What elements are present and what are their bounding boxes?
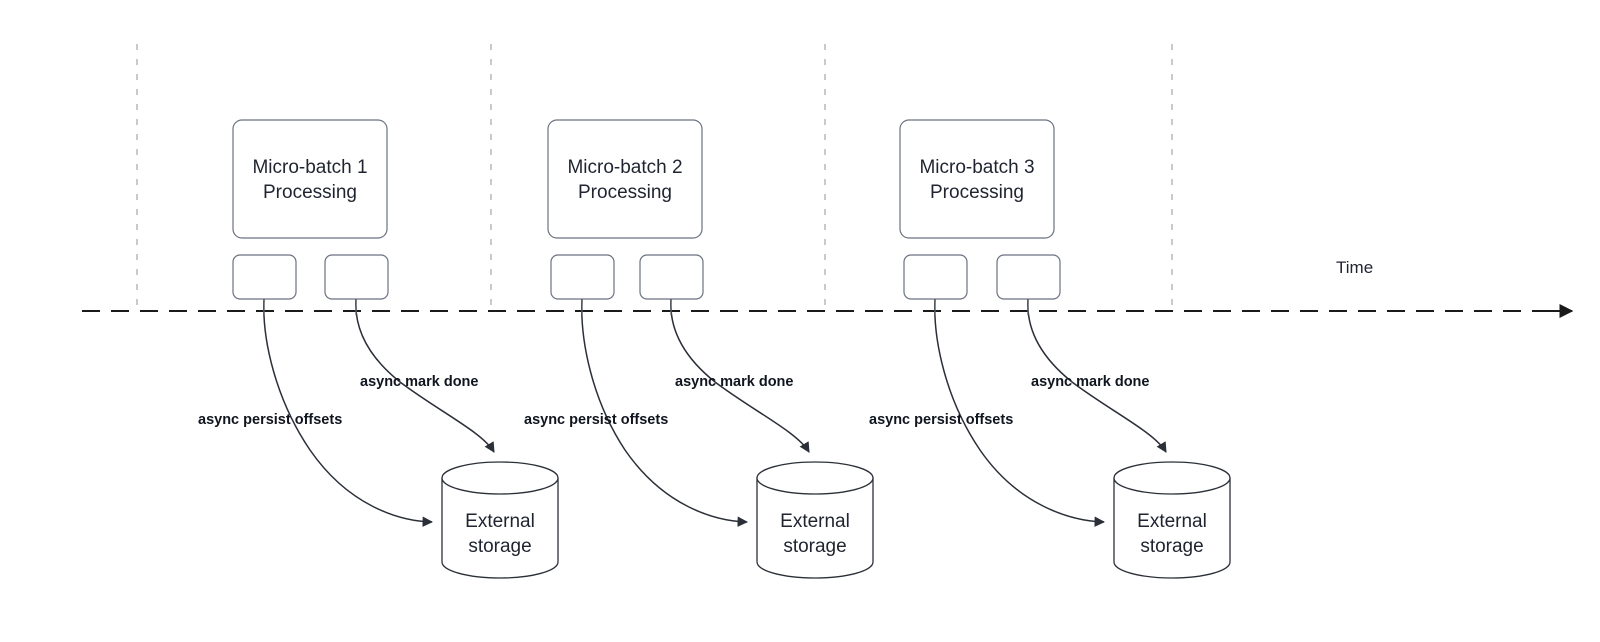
external-storage-1[interactable]: External storage (441, 461, 559, 579)
mark-done-task-box-3[interactable] (996, 254, 1061, 300)
group-1: Micro-batch 1 Processing async persist o… (198, 119, 559, 579)
external-storage-3-top (1113, 461, 1231, 495)
external-storage-2-top (756, 461, 874, 495)
group-3: Micro-batch 3 Processing async persist o… (869, 119, 1231, 579)
external-storage-2[interactable]: External storage (756, 461, 874, 579)
micro-batch-3-box[interactable]: Micro-batch 3 Processing (899, 119, 1055, 239)
micro-batch-2-label-line1: Micro-batch 2 (567, 157, 682, 178)
external-storage-3-body[interactable] (1113, 477, 1231, 579)
micro-batch-2-box[interactable]: Micro-batch 2 Processing (547, 119, 703, 239)
external-storage-1-body[interactable] (441, 477, 559, 579)
persist-task-box-1[interactable] (232, 254, 297, 300)
persist-offsets-label-1: async persist offsets (198, 412, 342, 428)
micro-batch-1-box[interactable]: Micro-batch 1 Processing (232, 119, 388, 239)
mark-done-label-1: async mark done (360, 374, 478, 390)
micro-batch-3-label-line2: Processing (930, 182, 1024, 203)
external-storage-2-label-line2: storage (783, 536, 846, 557)
micro-batch-1-label-line1: Micro-batch 1 (252, 157, 367, 178)
micro-batch-1-label-line2: Processing (263, 182, 357, 203)
external-storage-3-label-line1: External (1137, 511, 1207, 532)
persist-task-box-2[interactable] (550, 254, 615, 300)
persist-offsets-arrow-2 (581, 298, 749, 527)
persist-offsets-label-2: async persist offsets (524, 412, 668, 428)
external-storage-3-label-line2: storage (1140, 536, 1203, 557)
external-storage-1-label-line2: storage (468, 536, 531, 557)
micro-batch-2-label-line2: Processing (578, 182, 672, 203)
external-storage-3[interactable]: External storage (1113, 461, 1231, 579)
mark-done-task-box-1[interactable] (324, 254, 389, 300)
persist-offsets-arrow-1 (263, 298, 434, 527)
micro-batch-3-rect[interactable] (899, 119, 1055, 239)
external-storage-1-label-line1: External (465, 511, 535, 532)
mark-done-label-3: async mark done (1031, 374, 1149, 390)
persist-offsets-arrow-3 (934, 298, 1106, 527)
mark-done-arrow-1 (355, 298, 495, 453)
micro-batch-3-label-line1: Micro-batch 3 (919, 157, 1034, 178)
mark-done-label-2: async mark done (675, 374, 793, 390)
mark-done-arrow-2 (670, 298, 810, 453)
mark-done-arrow-3 (1027, 298, 1167, 453)
persist-offsets-label-3: async persist offsets (869, 412, 1013, 428)
external-storage-1-top (441, 461, 559, 495)
persist-task-box-3[interactable] (903, 254, 968, 300)
external-storage-2-label-line1: External (780, 511, 850, 532)
group-2: Micro-batch 2 Processing async persist o… (524, 119, 874, 579)
micro-batch-1-rect[interactable] (232, 119, 388, 239)
time-axis-label: Time (1336, 258, 1373, 277)
mark-done-task-box-2[interactable] (639, 254, 704, 300)
micro-batch-2-rect[interactable] (547, 119, 703, 239)
external-storage-2-body[interactable] (756, 477, 874, 579)
